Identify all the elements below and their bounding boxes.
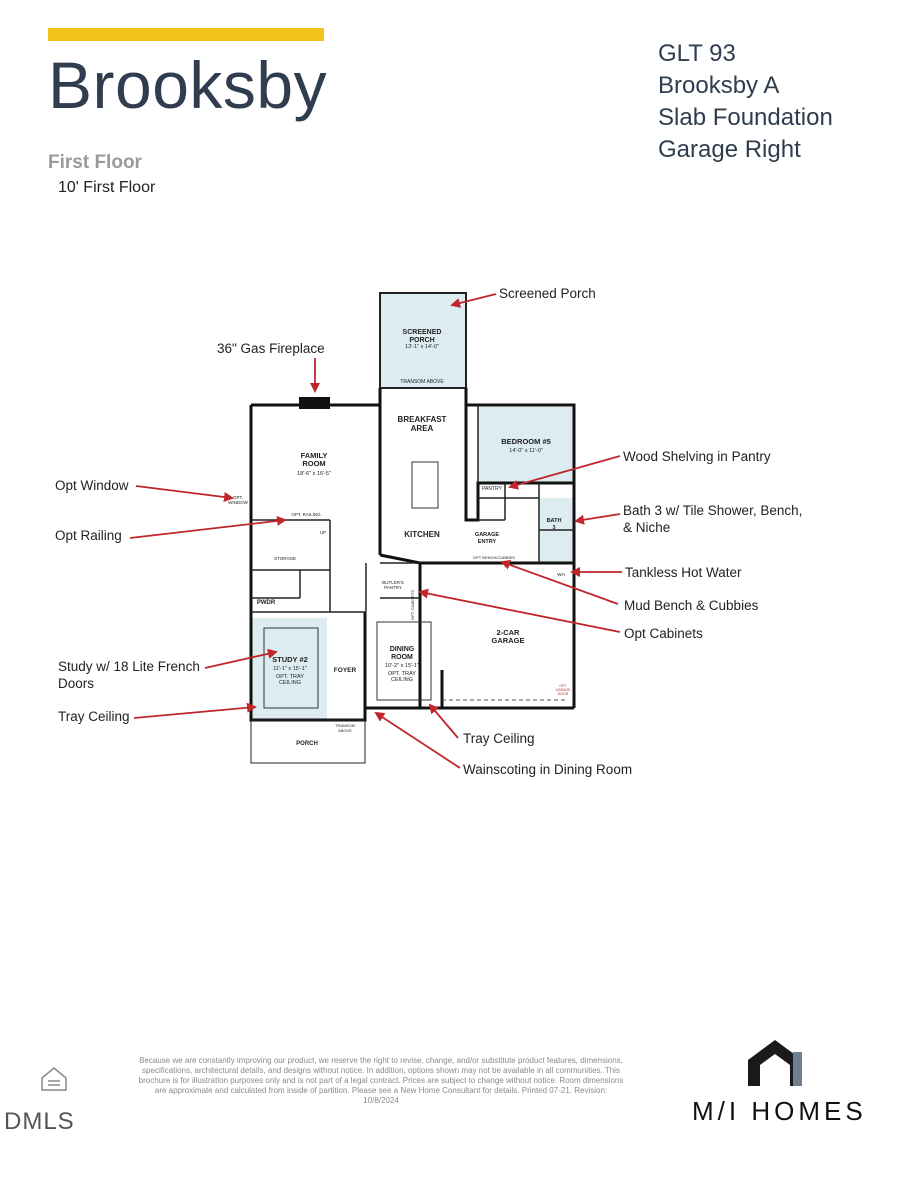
study-tray-ceiling bbox=[263, 627, 319, 709]
callout-bath3: Bath 3 w/ Tile Shower, Bench, & Niche bbox=[623, 502, 802, 536]
callout-opt-cabinets: Opt Cabinets bbox=[624, 626, 703, 641]
plan-info-line: Brooksby A bbox=[658, 72, 780, 99]
accent-bar bbox=[48, 28, 324, 41]
ceiling-height-label: 10' First Floor bbox=[58, 179, 156, 196]
callout-wainscoting: Wainscoting in Dining Room bbox=[463, 762, 633, 777]
floor-label: First Floor bbox=[48, 152, 142, 173]
dining-tray-ceiling bbox=[376, 621, 432, 701]
wh-label: WH bbox=[557, 572, 565, 577]
arrow-wood-shelving bbox=[508, 455, 621, 490]
callout-study: Study w/ 18 Lite French Doors bbox=[58, 658, 200, 692]
porch-label: PORCH bbox=[296, 741, 318, 747]
callout-tray-ceiling-right: Tray Ceiling bbox=[463, 731, 535, 746]
pantry-label: PANTRY bbox=[482, 486, 502, 492]
screened-porch-fill bbox=[379, 292, 467, 389]
bedroom5-fill bbox=[478, 407, 574, 483]
study-dim: 11'-1" x 15'-1" bbox=[273, 666, 306, 672]
house-roof-icon bbox=[748, 1040, 802, 1086]
callout-gas-fireplace: 36" Gas Fireplace bbox=[217, 341, 325, 356]
arrow-bath3 bbox=[574, 513, 621, 525]
interior-walls bbox=[251, 405, 574, 613]
page-title: Brooksby bbox=[48, 48, 328, 122]
callout-study-line1: Study w/ 18 Lite French bbox=[58, 659, 200, 674]
callout-bath3-line2: & Niche bbox=[623, 520, 671, 535]
callout-arrows bbox=[129, 293, 622, 769]
up-label: UP bbox=[320, 530, 326, 535]
kitchen-island bbox=[411, 461, 439, 509]
plan-info-line: Slab Foundation bbox=[658, 104, 833, 131]
callout-tray-ceiling-left: Tray Ceiling bbox=[58, 709, 130, 724]
arrow-tray-right bbox=[428, 703, 459, 739]
arrow-opt-cabinets bbox=[418, 588, 621, 633]
opt-railing-plan-label: OPT. RAILING bbox=[291, 512, 321, 517]
bench-cubbies-label: OPT BENCH/CUBBIES bbox=[473, 555, 515, 560]
fireplace-symbol bbox=[299, 397, 330, 409]
bedroom5-label: BEDROOM #5 bbox=[501, 437, 551, 446]
dining-dim: 10'-2" x 15'-1" bbox=[385, 663, 419, 669]
opt-window-plan-label: OPT.WINDOW bbox=[228, 495, 248, 505]
disclaimer: Because we are constantly improving our … bbox=[138, 1056, 624, 1105]
arrow-tray-left bbox=[133, 702, 257, 719]
arrow-mud-bench bbox=[500, 560, 619, 605]
callout-bath3-line1: Bath 3 w/ Tile Shower, Bench, bbox=[623, 503, 803, 518]
mls-watermark: DMLS bbox=[4, 1108, 75, 1135]
arrow-screened-porch bbox=[450, 293, 497, 308]
arrow-opt-railing bbox=[129, 515, 287, 539]
callout-mud-bench: Mud Bench & Cubbies bbox=[624, 598, 759, 613]
callout-opt-railing: Opt Railing bbox=[55, 528, 122, 543]
callout-wood-shelving: Wood Shelving in Pantry bbox=[623, 449, 771, 464]
plan-info-line: Garage Right bbox=[658, 136, 801, 163]
callout-opt-window: Opt Window bbox=[55, 478, 129, 493]
plan-info: GLT 93 Brooksby A Slab Foundation Garage… bbox=[658, 38, 833, 166]
pwdr-label: PWDR bbox=[257, 600, 276, 606]
arrow-study bbox=[204, 648, 278, 669]
kitchen-label: KITCHEN bbox=[404, 530, 440, 539]
screened-porch-dim: 13'-1" x 14'-0" bbox=[405, 344, 439, 350]
equal-housing-icon bbox=[41, 1067, 67, 1091]
plan-info-line: GLT 93 bbox=[658, 40, 736, 67]
brand-logo-text: M/I HOMES bbox=[692, 1096, 867, 1126]
bedroom5-dim: 14'-0" x 11'-0" bbox=[509, 448, 542, 454]
transom-label: TRANSOM ABOVE bbox=[400, 379, 444, 385]
callout-tankless: Tankless Hot Water bbox=[625, 565, 742, 580]
callout-screened-porch: Screened Porch bbox=[499, 286, 596, 301]
foyer-label: FOYER bbox=[334, 667, 357, 674]
storage-label: STORAGE bbox=[274, 556, 296, 561]
study-label: STUDY #2 bbox=[272, 655, 308, 664]
arrow-wainscoting bbox=[374, 711, 461, 769]
porch-outline bbox=[250, 719, 366, 764]
family-room-dim: 18'-6" x 16'-5" bbox=[297, 471, 331, 477]
opt-cabinets-plan-label: OPT. CABINETS bbox=[410, 590, 415, 620]
callout-study-line2: Doors bbox=[58, 676, 95, 691]
arrow-opt-window bbox=[135, 485, 234, 502]
